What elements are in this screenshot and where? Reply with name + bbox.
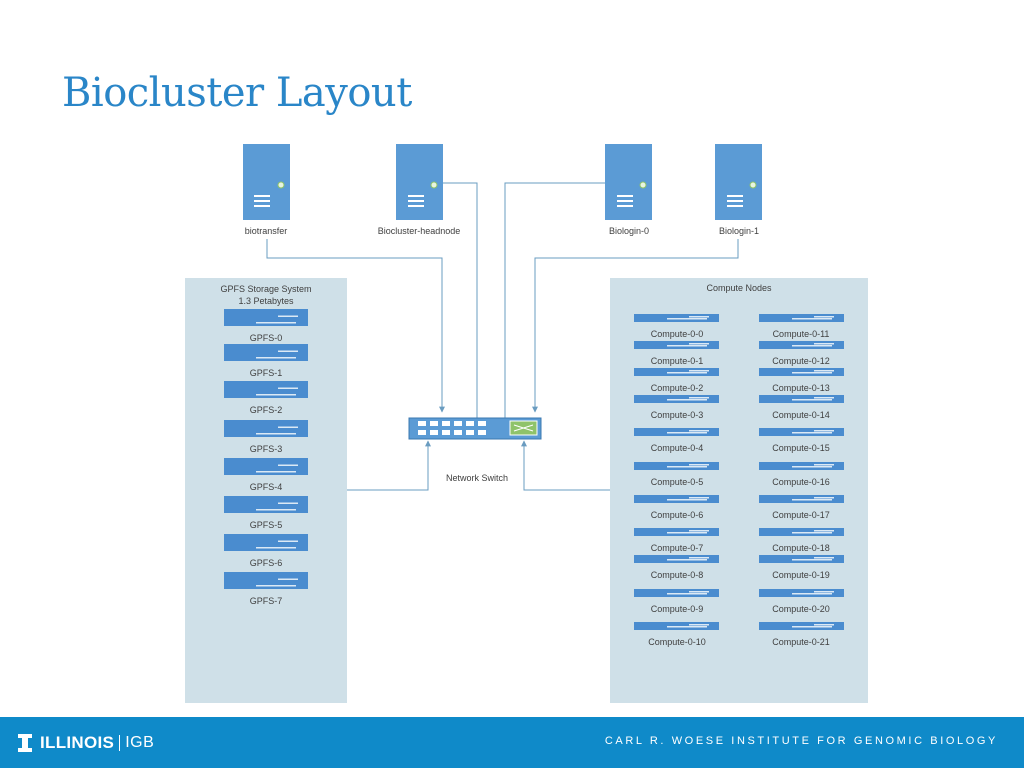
server-biotransfer <box>243 144 290 220</box>
compute-node-label: Compute-0-13 <box>772 383 830 393</box>
compute-node-label: Compute-0-3 <box>651 410 704 420</box>
compute-node-label: Compute-0-11 <box>773 329 830 339</box>
compute-node-compute-0-4 <box>634 428 719 436</box>
compute-node-compute-0-1 <box>634 341 719 349</box>
institute-name: CARL R. WOESE INSTITUTE FOR GENOMIC BIOL… <box>604 735 998 747</box>
compute-node-label: Compute-0-20 <box>772 604 830 614</box>
compute-node-label: Compute-0-6 <box>651 510 704 520</box>
compute-node-compute-0-11 <box>759 314 844 322</box>
compute-node-compute-0-19 <box>759 555 844 563</box>
compute-node-label: Compute-0-16 <box>772 477 830 487</box>
connector-biologin-1 <box>532 239 739 413</box>
storage-node-group: GPFS-0GPFS-1GPFS-2GPFS-3GPFS-4GPFS-5GPFS… <box>224 309 308 606</box>
compute-node-compute-0-15 <box>759 428 844 436</box>
compute-node-compute-0-7 <box>634 528 719 536</box>
compute-node-compute-0-21 <box>759 622 844 630</box>
connector-biotransfer <box>266 239 445 413</box>
storage-node-gpfs-3 <box>224 420 308 437</box>
compute-node-label: Compute-0-4 <box>651 443 704 453</box>
storage-title: GPFS Storage System <box>220 284 311 294</box>
storage-node-label: GPFS-7 <box>250 596 283 606</box>
server-label-biologin-0: Biologin-0 <box>609 226 649 236</box>
compute-node-compute-0-8 <box>634 555 719 563</box>
block-i-icon <box>18 734 32 752</box>
compute-node-label: Compute-0-12 <box>772 356 830 366</box>
storage-node-gpfs-4 <box>224 458 308 475</box>
server-label-headnode: Biocluster-headnode <box>378 226 461 236</box>
compute-node-label: Compute-0-18 <box>772 543 830 553</box>
compute-node-label: Compute-0-17 <box>772 510 830 520</box>
logo-brand: ILLINOIS <box>40 733 115 752</box>
connector-biologin-0 <box>504 182 605 418</box>
storage-node-gpfs-7 <box>224 572 308 589</box>
server-biologin-1 <box>715 144 762 220</box>
network-switch-label: Network Switch <box>446 473 508 483</box>
compute-node-label: Compute-0-2 <box>651 383 704 393</box>
storage-node-label: GPFS-4 <box>250 482 283 492</box>
compute-node-compute-0-14 <box>759 395 844 403</box>
storage-node-gpfs-2 <box>224 381 308 398</box>
compute-node-label: Compute-0-15 <box>772 443 830 453</box>
server-label-biologin-1: Biologin-1 <box>719 226 759 236</box>
compute-node-label: Compute-0-8 <box>651 570 704 580</box>
compute-node-label: Compute-0-1 <box>651 356 704 366</box>
compute-node-compute-0-20 <box>759 589 844 597</box>
compute-node-label: Compute-0-21 <box>772 637 830 647</box>
logo-sub: IGB <box>125 734 155 751</box>
storage-node-gpfs-1 <box>224 344 308 361</box>
compute-node-compute-0-6 <box>634 495 719 503</box>
slide-title: Biocluster Layout <box>62 70 412 116</box>
footer-bar: ILLINOIS IGB CARL R. WOESE INSTITUTE FOR… <box>0 717 1024 768</box>
compute-node-label: Compute-0-5 <box>651 477 704 487</box>
storage-node-gpfs-6 <box>224 534 308 551</box>
compute-node-label: Compute-0-9 <box>651 604 704 614</box>
compute-node-compute-0-17 <box>759 495 844 503</box>
storage-node-label: GPFS-6 <box>250 558 283 568</box>
storage-node-label: GPFS-5 <box>250 520 283 530</box>
compute-node-compute-0-0 <box>634 314 719 322</box>
compute-title: Compute Nodes <box>706 283 772 293</box>
storage-node-label: GPFS-0 <box>250 333 283 343</box>
server-label-biotransfer: biotransfer <box>245 226 288 236</box>
storage-node-gpfs-5 <box>224 496 308 513</box>
compute-node-label: Compute-0-7 <box>651 543 704 553</box>
connector-compute <box>521 440 610 491</box>
connector-headnode <box>443 182 478 418</box>
storage-node-gpfs-0 <box>224 309 308 326</box>
compute-node-compute-0-18 <box>759 528 844 536</box>
compute-node-compute-0-9 <box>634 589 719 597</box>
storage-capacity: 1.3 Petabytes <box>238 296 294 306</box>
illinois-logo: ILLINOIS IGB <box>18 732 154 754</box>
connectors <box>266 182 739 491</box>
compute-node-label: Compute-0-14 <box>772 410 830 420</box>
storage-node-label: GPFS-3 <box>250 444 283 454</box>
compute-node-compute-0-3 <box>634 395 719 403</box>
compute-node-compute-0-16 <box>759 462 844 470</box>
compute-node-compute-0-13 <box>759 368 844 376</box>
connector-storage <box>347 440 431 491</box>
storage-node-label: GPFS-2 <box>250 405 283 415</box>
compute-node-label: Compute-0-19 <box>772 570 830 580</box>
compute-node-group: Compute-0-0Compute-0-1Compute-0-2Compute… <box>634 314 844 647</box>
compute-node-label: Compute-0-0 <box>651 329 704 339</box>
logo-divider <box>119 735 121 751</box>
compute-node-compute-0-12 <box>759 341 844 349</box>
server-biologin-0 <box>605 144 652 220</box>
network-switch <box>408 417 542 440</box>
storage-node-label: GPFS-1 <box>250 368 283 378</box>
compute-node-label: Compute-0-10 <box>648 637 706 647</box>
server-biocluster-headnode <box>396 144 443 220</box>
compute-node-compute-0-10 <box>634 622 719 630</box>
compute-node-compute-0-5 <box>634 462 719 470</box>
compute-node-compute-0-2 <box>634 368 719 376</box>
